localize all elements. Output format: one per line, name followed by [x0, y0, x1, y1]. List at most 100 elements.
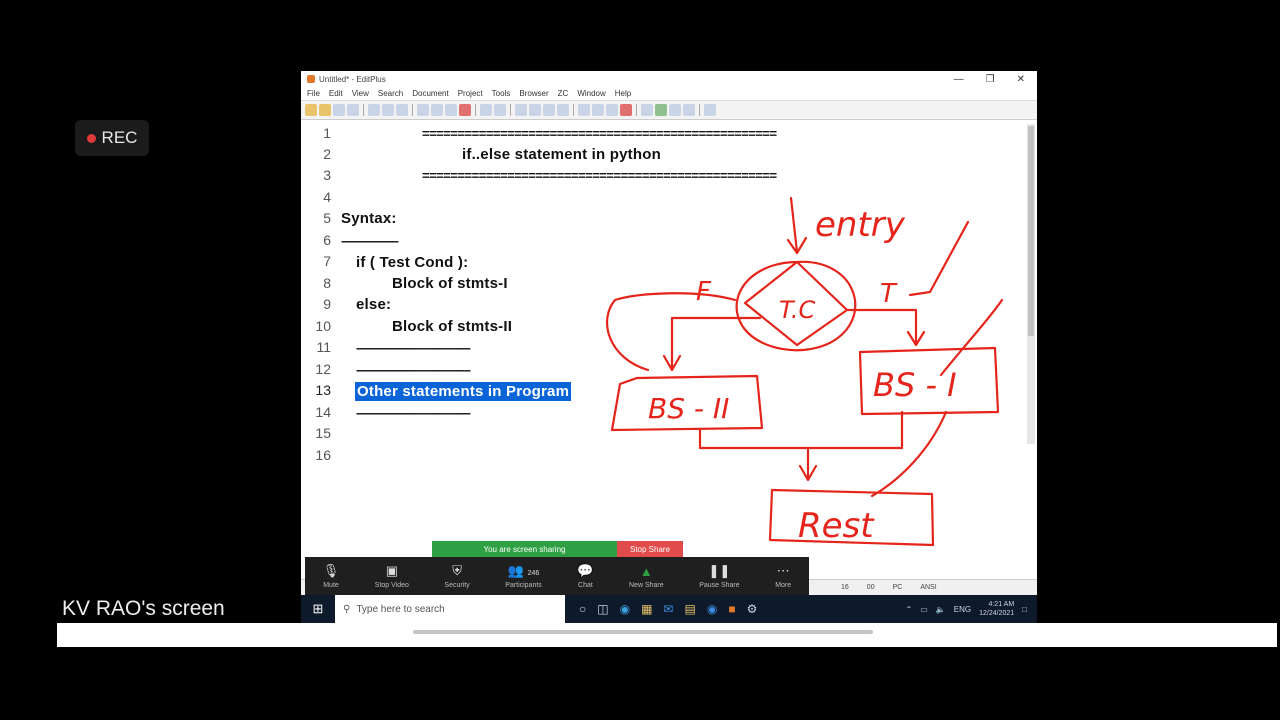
- word-wrap-icon[interactable]: [578, 104, 590, 116]
- menu-browser[interactable]: Browser: [519, 89, 549, 98]
- code-line-7: if ( Test Cond ):: [356, 254, 469, 271]
- directory-icon[interactable]: [655, 104, 667, 116]
- mute-button[interactable]: 🎙Mute: [322, 563, 340, 589]
- search-icon: ⚲: [343, 603, 351, 615]
- line-number: 12: [315, 361, 331, 377]
- menu-document[interactable]: Document: [412, 89, 449, 98]
- menu-help[interactable]: Help: [614, 89, 632, 98]
- file-explorer-icon[interactable]: ▦: [641, 602, 653, 616]
- status-encoding: ANSI: [920, 584, 937, 591]
- line-number-icon[interactable]: [606, 104, 618, 116]
- zoom-app-icon[interactable]: ◉: [706, 602, 718, 616]
- notification-icon[interactable]: □: [1022, 604, 1027, 614]
- recording-indicator: REC: [75, 120, 149, 156]
- clock[interactable]: 4:21 AM 12/24/2021: [979, 600, 1014, 618]
- menu-edit[interactable]: Edit: [328, 89, 343, 98]
- battery-icon[interactable]: ▭: [920, 604, 928, 614]
- code-line-5: Syntax:: [341, 210, 397, 227]
- presenter-name: KV RAO's screen: [62, 597, 225, 620]
- cliptext-icon[interactable]: [669, 104, 681, 116]
- find-icon[interactable]: [515, 104, 527, 116]
- line-number: 8: [323, 275, 331, 291]
- edge-browser-icon[interactable]: ◉: [619, 602, 631, 616]
- editplus-taskbar-icon[interactable]: ■: [728, 602, 736, 616]
- chat-button[interactable]: 💬Chat: [577, 563, 594, 589]
- chevron-up-icon[interactable]: ⌃: [905, 604, 913, 614]
- task-view-icon[interactable]: ◫: [597, 602, 609, 616]
- code-line-1: ========================================…: [422, 126, 777, 141]
- help-icon[interactable]: [704, 104, 716, 116]
- line-number: 3: [323, 167, 331, 183]
- line-number: 14: [315, 404, 331, 420]
- cortana-icon[interactable]: ○: [579, 602, 587, 616]
- clock-time: 4:21 AM: [988, 601, 1015, 608]
- vertical-scrollbar[interactable]: [1027, 124, 1035, 444]
- open-folder-icon[interactable]: [319, 104, 331, 116]
- save-all-icon[interactable]: [347, 104, 359, 116]
- search-placeholder: Type here to search: [356, 603, 445, 615]
- pause-icon: ❚❚: [708, 563, 731, 578]
- print-preview-icon[interactable]: [382, 104, 394, 116]
- taskbar-search[interactable]: ⚲ Type here to search: [335, 595, 565, 623]
- replace-icon[interactable]: [529, 104, 541, 116]
- redo-icon[interactable]: [494, 104, 506, 116]
- line-number: 1: [323, 125, 331, 141]
- line-number: 11: [316, 339, 331, 355]
- line-number: 10: [315, 318, 331, 334]
- stop-video-button[interactable]: ▣Stop Video: [374, 563, 409, 589]
- menu-zc[interactable]: ZC: [557, 89, 569, 98]
- code-editor[interactable]: 1 2 3 4 5 6 7 8 9 10 11 12 13 14 15 16 =…: [301, 120, 1037, 550]
- view-browser-icon[interactable]: [641, 104, 653, 116]
- menu-project[interactable]: Project: [457, 89, 483, 98]
- delete-icon[interactable]: [459, 104, 471, 116]
- menu-search[interactable]: Search: [377, 89, 404, 98]
- checkmark-icon[interactable]: [620, 104, 632, 116]
- pause-share-button[interactable]: ❚❚Pause Share: [699, 563, 740, 589]
- status-mode: PC: [892, 584, 903, 591]
- cut-icon[interactable]: [417, 104, 429, 116]
- minimize-icon[interactable]: —: [953, 73, 964, 85]
- language-indicator[interactable]: ENG: [953, 604, 972, 614]
- settings-gear-icon[interactable]: ⚙: [746, 602, 758, 616]
- more-dots-icon: ⋯: [776, 563, 790, 578]
- find-next-icon[interactable]: [543, 104, 555, 116]
- window-title: Untitled* - EditPlus: [319, 74, 386, 84]
- windows-start-icon[interactable]: ⊞: [312, 601, 324, 616]
- copy-icon[interactable]: [431, 104, 443, 116]
- stop-share-button[interactable]: Stop Share: [617, 541, 683, 557]
- share-screen-icon: ▲: [639, 563, 653, 579]
- participants-icon: 👥 246: [507, 563, 540, 578]
- code-line-8: Block of stmts-I: [392, 275, 508, 292]
- goto-icon[interactable]: [557, 104, 569, 116]
- status-row: 00: [866, 584, 875, 591]
- menu-tools[interactable]: Tools: [491, 89, 511, 98]
- code-line-6: -------------------: [341, 234, 399, 248]
- security-button[interactable]: ⛨Security: [444, 563, 470, 589]
- close-icon[interactable]: ✕: [1016, 73, 1025, 85]
- output-window-icon[interactable]: [683, 104, 695, 116]
- maximize-icon[interactable]: ❐: [985, 73, 995, 85]
- line-number: 4: [323, 189, 331, 205]
- new-share-button[interactable]: ▲New Share: [629, 563, 664, 589]
- viewer-scrollbar[interactable]: [57, 623, 1277, 647]
- mail-icon[interactable]: ✉: [663, 602, 674, 616]
- menu-view[interactable]: View: [351, 89, 369, 98]
- screen-share-banner: You are screen sharing Stop Share: [432, 541, 683, 557]
- code-line-13-selected: Other statements in Program: [355, 382, 572, 401]
- new-file-icon[interactable]: [305, 104, 317, 116]
- volume-icon[interactable]: 🔈: [935, 604, 946, 614]
- print-icon[interactable]: [368, 104, 380, 116]
- spellcheck-icon[interactable]: [396, 104, 408, 116]
- line-number: 2: [323, 146, 331, 162]
- video-camera-icon: ▣: [385, 563, 398, 578]
- save-icon[interactable]: [333, 104, 345, 116]
- menu-window[interactable]: Window: [577, 89, 606, 98]
- shield-icon: ⛨: [452, 563, 462, 578]
- more-button[interactable]: ⋯More: [775, 563, 792, 589]
- paste-icon[interactable]: [445, 104, 457, 116]
- calendar-icon[interactable]: ▤: [684, 602, 696, 616]
- menu-file[interactable]: File: [307, 89, 320, 98]
- ruler-icon[interactable]: [592, 104, 604, 116]
- undo-icon[interactable]: [480, 104, 492, 116]
